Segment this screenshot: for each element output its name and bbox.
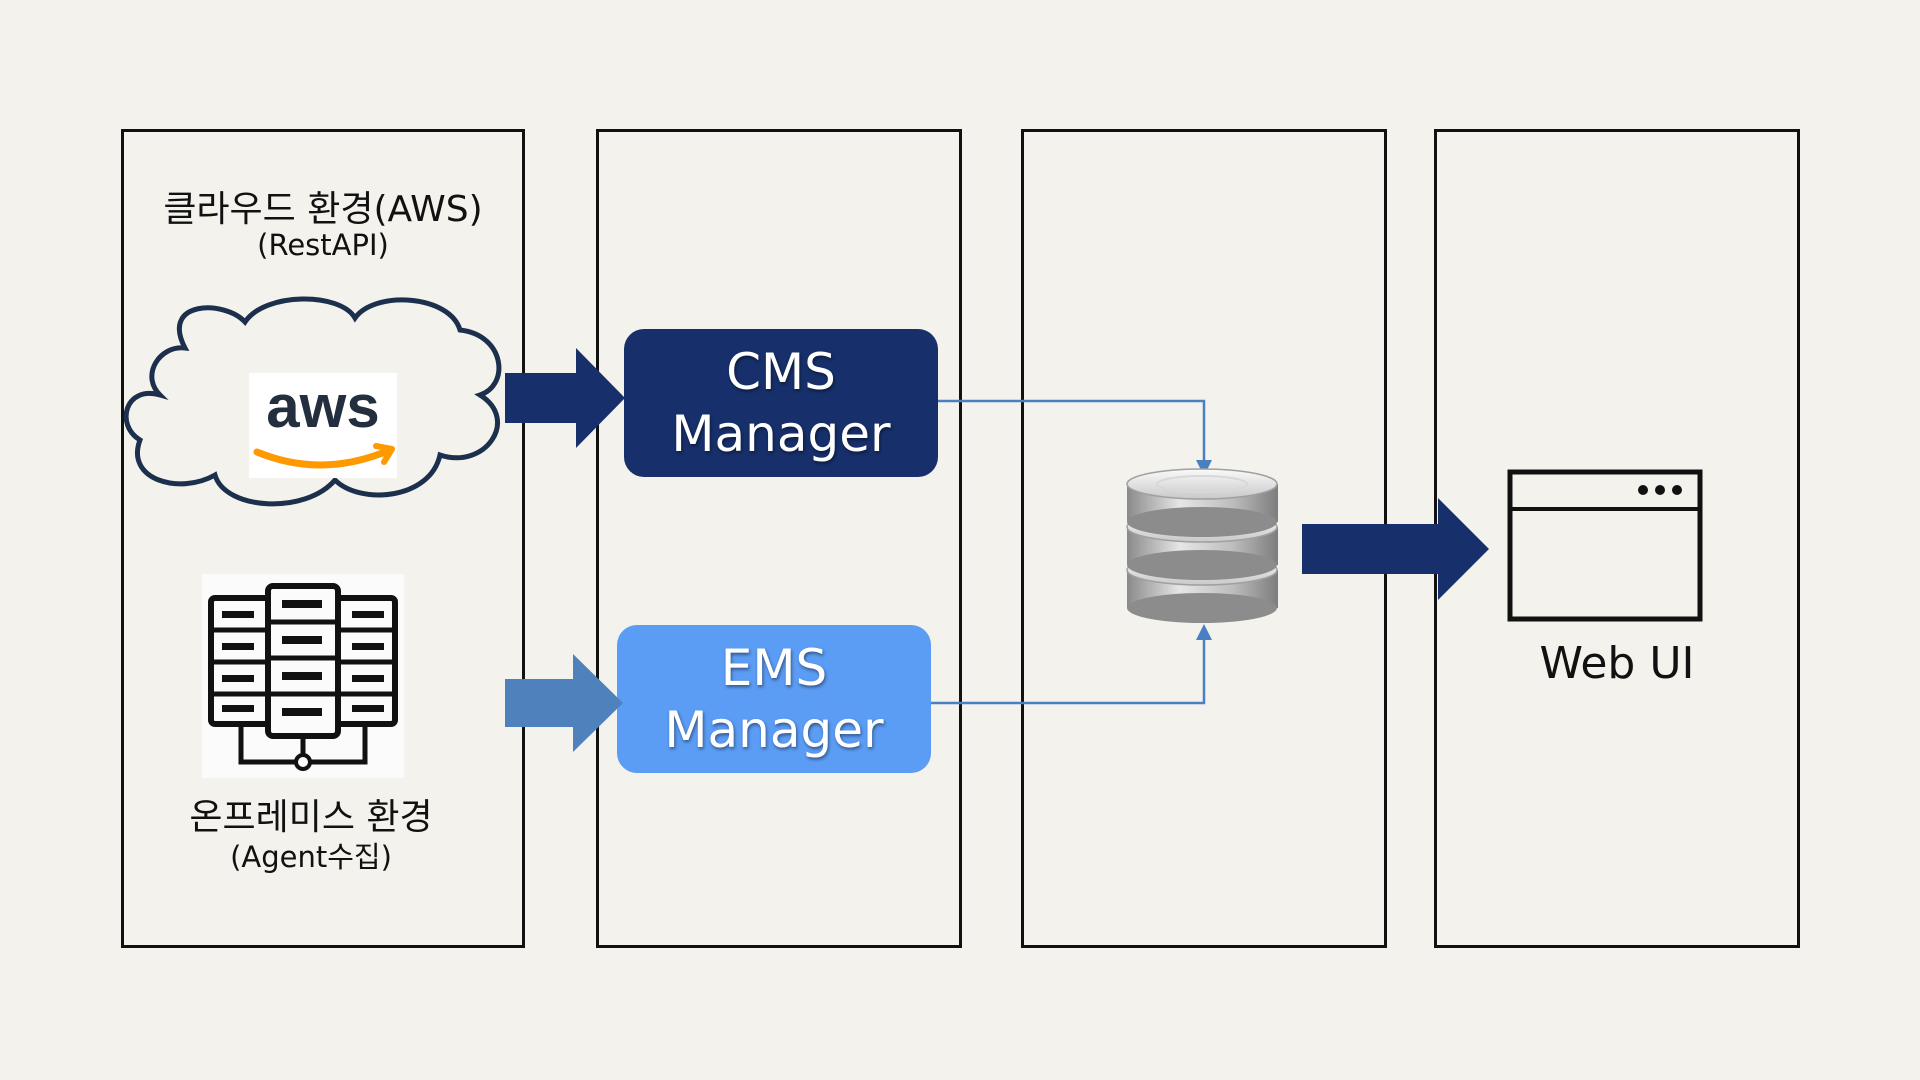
aws-arrow-icon xyxy=(373,443,395,465)
cms-to-db-connector xyxy=(938,399,1212,476)
browser-window-icon xyxy=(1507,469,1703,622)
cloud-env-subtitle: (RestAPI) xyxy=(257,228,389,262)
panel-managers xyxy=(596,129,962,948)
ems-manager-line2: Manager xyxy=(664,701,884,759)
onprem-env-subtitle: (Agent수집) xyxy=(230,840,392,874)
ems-manager-line1: EMS xyxy=(720,639,828,697)
aws-logo-text: aws xyxy=(266,373,379,440)
aws-smile-icon xyxy=(253,448,389,469)
web-ui-label: Web UI xyxy=(1539,638,1695,689)
cms-manager-line2: Manager xyxy=(671,405,891,463)
db-to-webui-arrow xyxy=(1302,498,1489,600)
ems-to-db-connector xyxy=(931,624,1212,705)
onprem-to-ems-arrow xyxy=(505,654,623,752)
cloud-env-title: 클라우드 환경(AWS) xyxy=(163,189,483,230)
cms-manager-line1: CMS xyxy=(726,343,836,401)
cloud-to-cms-arrow xyxy=(505,348,625,448)
cms-manager-box: CMS Manager xyxy=(624,329,938,477)
database-icon xyxy=(1126,468,1278,623)
cloud-icon: aws xyxy=(123,296,502,507)
server-rack-icon xyxy=(202,574,404,778)
panel-sources xyxy=(121,129,525,948)
onprem-env-title: 온프레미스 환경 xyxy=(189,797,433,838)
ems-manager-box: EMS Manager xyxy=(617,625,931,773)
